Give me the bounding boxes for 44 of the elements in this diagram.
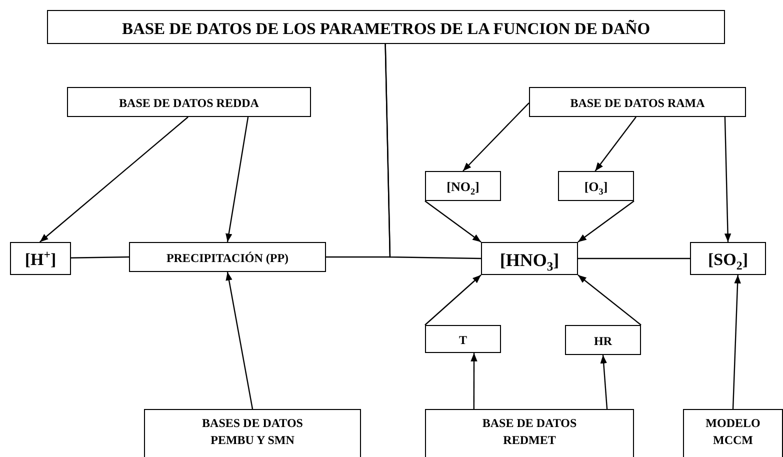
node-label: BASE DE DATOS REDMET xyxy=(481,415,578,450)
node-label: [SO$_{2}$] xyxy=(708,249,748,273)
node-label: MODELO MCCM xyxy=(704,415,762,450)
text-box xyxy=(10,242,71,275)
connector xyxy=(600,354,608,410)
connector xyxy=(594,116,636,172)
connector xyxy=(424,274,482,326)
connector xyxy=(732,274,741,410)
connector xyxy=(226,116,249,242)
text-box xyxy=(425,409,634,457)
text-box xyxy=(129,242,326,272)
text-box xyxy=(558,171,634,201)
node-label: T xyxy=(458,332,467,349)
node-label: BASE DE DATOS REDDA xyxy=(119,95,259,112)
connector xyxy=(40,116,188,242)
node-label: BASE DE DATOS RAMA xyxy=(570,95,705,112)
connector xyxy=(384,44,482,260)
text-box xyxy=(690,242,766,275)
node-label: BASES DE DATOS PEMBU Y SMN xyxy=(201,415,304,450)
text-box xyxy=(683,409,783,457)
text-box xyxy=(47,10,725,44)
node-label: [NO$_{2}$] xyxy=(446,178,480,197)
connector xyxy=(470,353,478,409)
node-label: HR xyxy=(594,333,612,350)
text-box xyxy=(425,325,501,353)
node-label: [H$^{+}$] xyxy=(24,248,56,271)
node-label: BASE DE DATOS DE LOS PARAMETROS DE LA FUNCION DE DAÑO xyxy=(122,18,650,40)
connector xyxy=(424,200,482,242)
text-box xyxy=(529,87,746,117)
connector xyxy=(724,116,732,242)
connector xyxy=(71,256,129,258)
text-box xyxy=(144,409,361,457)
text-box xyxy=(481,242,578,275)
node-label: [O$_{3}$] xyxy=(584,178,608,197)
connector xyxy=(226,272,254,410)
connector xyxy=(578,274,642,326)
connector xyxy=(578,258,690,260)
node-label: [HNO$_{3}$] xyxy=(500,249,560,274)
text-box xyxy=(565,325,641,355)
connector xyxy=(462,102,530,172)
node-label: PRECIPITACIÓN (PP) xyxy=(166,250,289,267)
text-box xyxy=(67,87,311,117)
text-box xyxy=(425,171,501,201)
connector xyxy=(578,200,634,242)
